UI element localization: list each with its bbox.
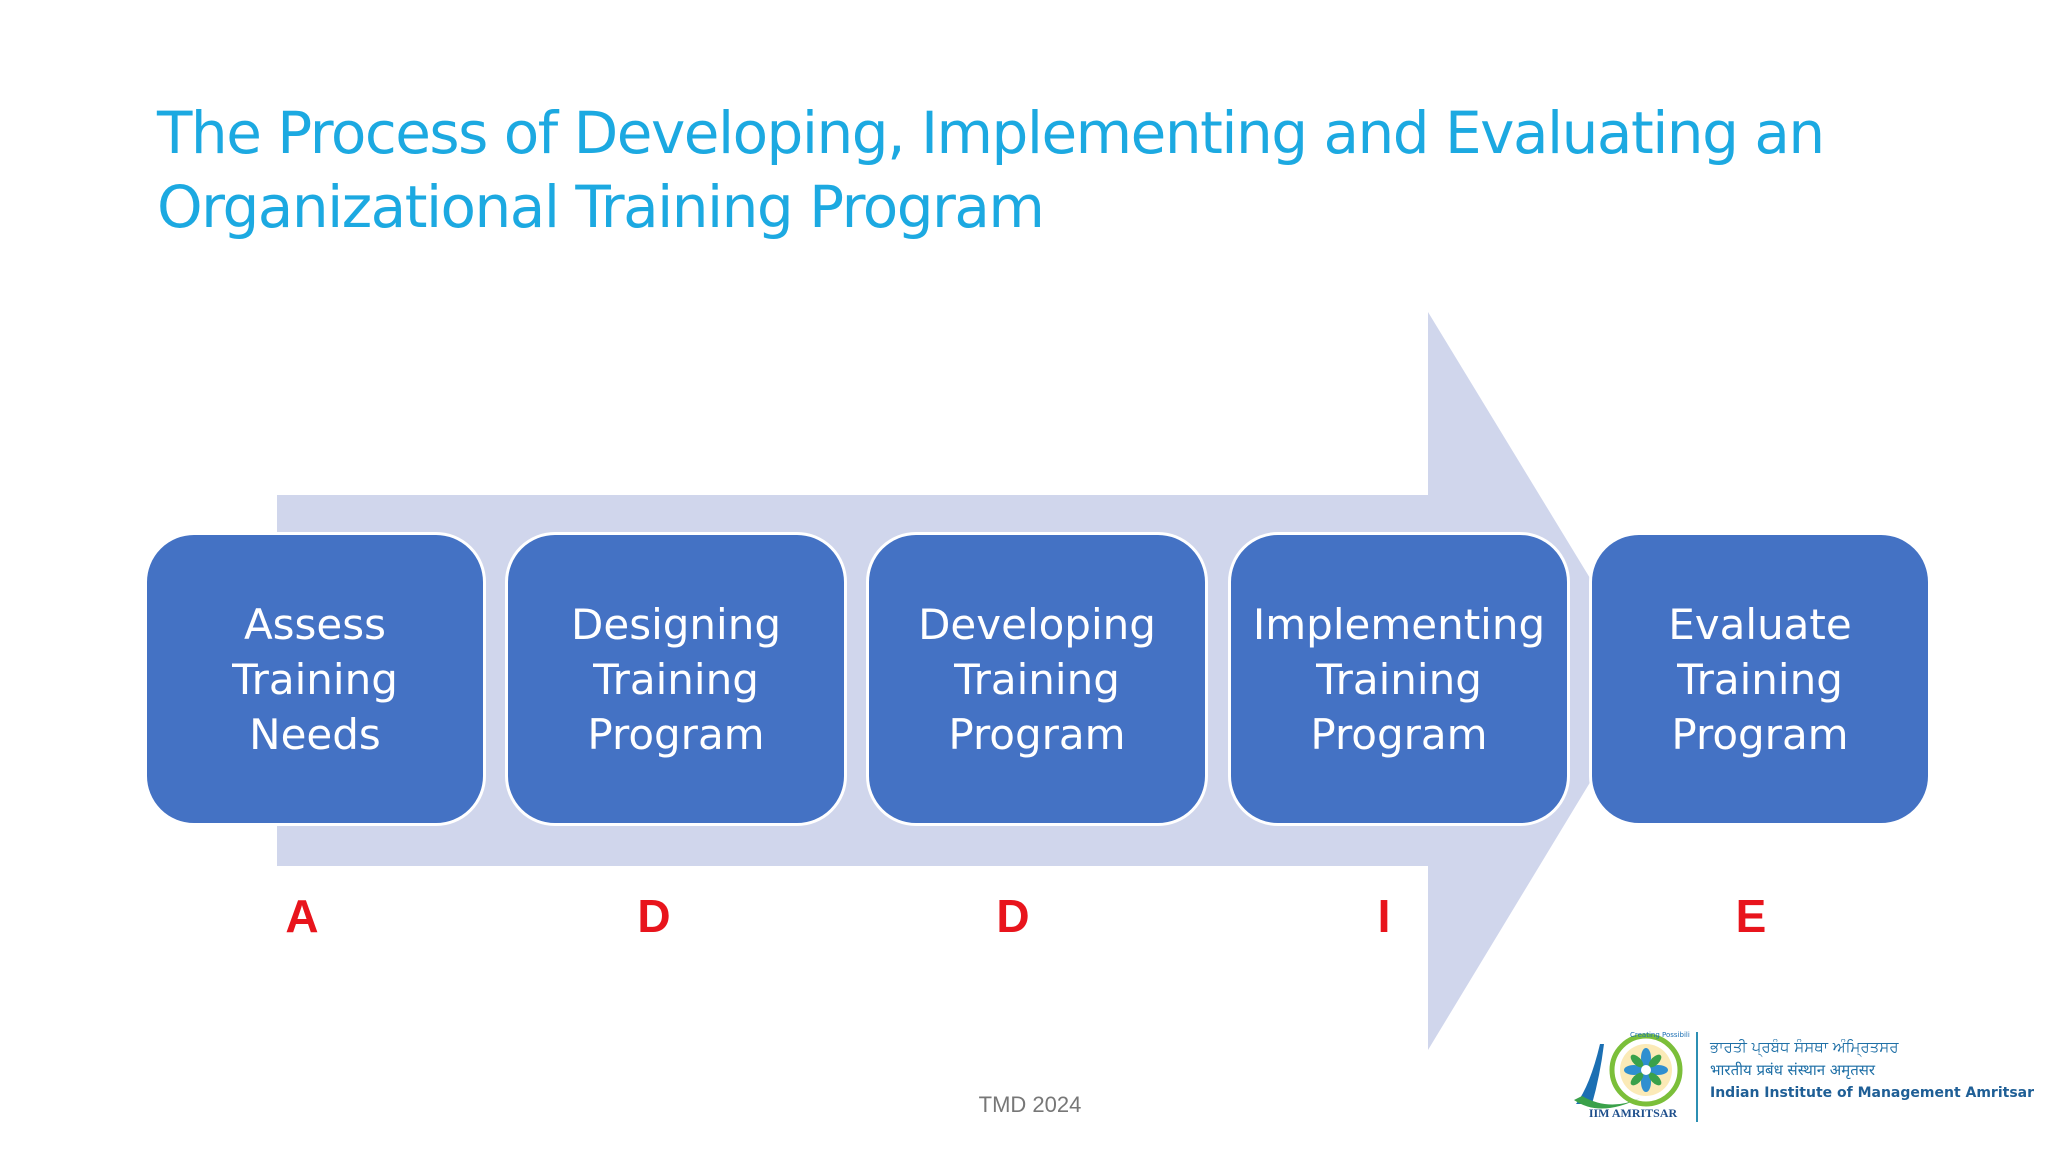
logo-emblem-text: Creating Possibilities [1630, 1031, 1690, 1039]
step-box-design: Designing Training Program [505, 532, 847, 826]
logo-english-name: Indian Institute of Management Amritsar [1710, 1085, 2035, 1101]
logo-punjabi-name: ਭਾਰਤੀ ਪ੍ਰਬੰਧ ਸੰਸਥਾ ਅੰਮ੍ਰਿਤਸਰ [1710, 1038, 1899, 1056]
step-letter-e: E [1735, 890, 1767, 942]
step-letter-i: I [1377, 890, 1391, 942]
step-label-implement: Implementing Training Program [1252, 599, 1546, 759]
logo-caption: IIM AMRITSAR [1588, 1106, 1678, 1120]
slide-title: The Process of Developing, Implementing … [157, 96, 1957, 244]
step-label-evaluate: Evaluate Training Program [1668, 599, 1852, 759]
step-letter-d2: D [996, 890, 1030, 942]
logo-emblem-icon: Creating Possibilities [1574, 1031, 1690, 1109]
logo-hindi-name: भारतीय प्रबंध संस्थान अमृतसर [1710, 1061, 1876, 1079]
step-box-evaluate: Evaluate Training Program [1589, 532, 1931, 826]
footer-text: TMD 2024 [978, 1092, 1082, 1117]
step-letter-a: A [285, 890, 319, 942]
slide-title-line-2: Organizational Training Program [157, 173, 1045, 241]
logo-text-block: ਭਾਰਤੀ ਪ੍ਰਬੰਧ ਸੰਸਥਾ ਅੰਮ੍ਰਿਤਸਰ भारतीय प्रब… [1710, 1036, 2035, 1105]
iim-amritsar-logo-icon: Creating Possibilities IIM AMRITSAR ਭਾਰਤ… [1570, 1026, 2035, 1126]
logo-divider [1696, 1032, 1698, 1122]
step-label-assess: Assess Training Needs [232, 599, 398, 759]
step-letter-d1: D [637, 890, 671, 942]
step-box-implement: Implementing Training Program [1228, 532, 1570, 826]
step-label-develop: Developing Training Program [918, 599, 1156, 759]
step-box-assess: Assess Training Needs [144, 532, 486, 826]
slide-title-line-1: The Process of Developing, Implementing … [157, 99, 1825, 167]
step-label-design: Designing Training Program [571, 599, 781, 759]
step-box-develop: Developing Training Program [866, 532, 1208, 826]
